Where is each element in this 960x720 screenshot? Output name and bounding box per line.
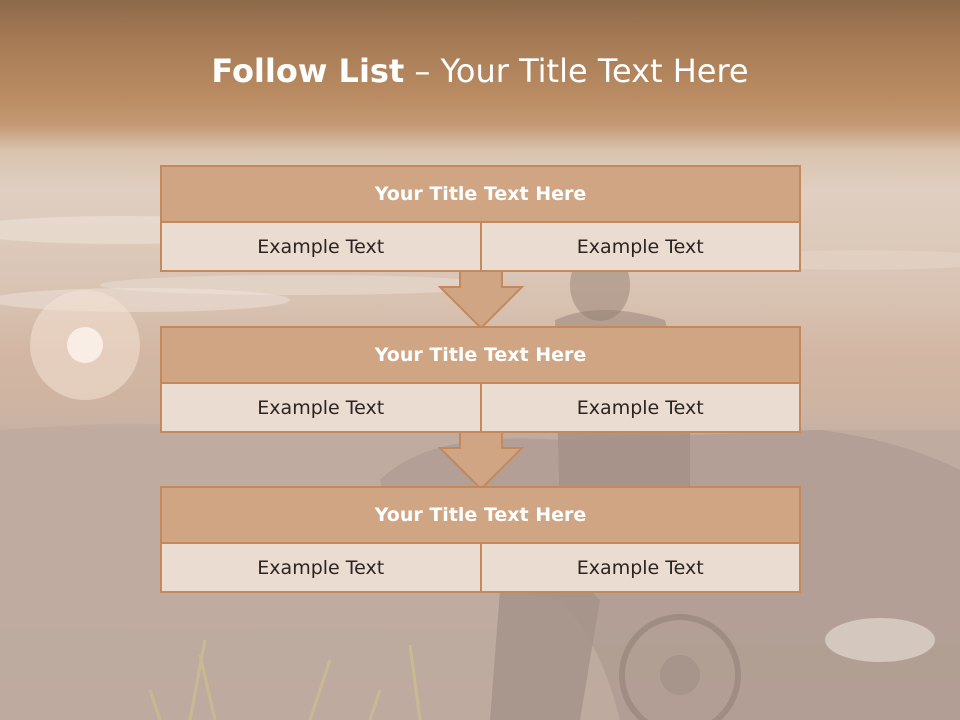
- block-cell-left: Example Text: [162, 384, 480, 431]
- slide-title: Follow List – Your Title Text Here: [0, 52, 960, 90]
- list-block: Your Title Text Here Example Text Exampl…: [160, 486, 801, 593]
- block-cell-right: Example Text: [479, 384, 799, 431]
- down-arrow-icon: [438, 270, 524, 330]
- block-row: Example Text Example Text: [162, 544, 799, 591]
- block-title: Your Title Text Here: [162, 167, 799, 223]
- block-title: Your Title Text Here: [162, 488, 799, 544]
- block-title: Your Title Text Here: [162, 328, 799, 384]
- block-cell-left: Example Text: [162, 544, 480, 591]
- list-block: Your Title Text Here Example Text Exampl…: [160, 326, 801, 433]
- down-arrow-icon: [438, 431, 524, 491]
- block-row: Example Text Example Text: [162, 384, 799, 431]
- block-cell-left: Example Text: [162, 223, 480, 270]
- block-row: Example Text Example Text: [162, 223, 799, 270]
- list-block: Your Title Text Here Example Text Exampl…: [160, 165, 801, 272]
- block-cell-right: Example Text: [479, 223, 799, 270]
- title-rest: – Your Title Text Here: [404, 52, 749, 90]
- title-bold: Follow List: [211, 52, 405, 90]
- block-cell-right: Example Text: [479, 544, 799, 591]
